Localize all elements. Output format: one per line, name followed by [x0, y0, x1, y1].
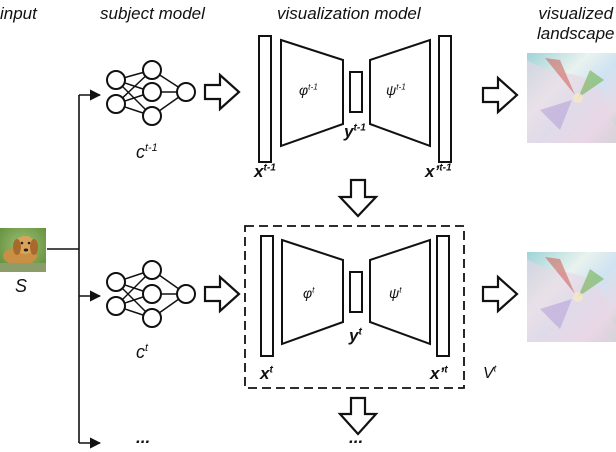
ellipsis-subject: ... [136, 428, 151, 447]
label-x-curr: xt [260, 364, 273, 383]
label-psi-curr: ψt [389, 284, 402, 301]
vis-model-top [258, 35, 452, 163]
header-subject-model: subject model [100, 4, 205, 23]
landscape-image-top [527, 53, 616, 143]
arrow-vis-to-landscape-top [481, 75, 519, 115]
header-visualization-model: visualization model [277, 4, 421, 23]
arrow-vis-to-landscape-bottom [481, 274, 519, 314]
label-xprime-curr: x’t [430, 364, 448, 383]
input-label-s: S [15, 276, 28, 296]
arrow-net-to-vis-top [203, 72, 241, 112]
label-c-curr: ct [136, 342, 148, 362]
label-x-prev: xt-1 [254, 162, 276, 181]
header-landscape: landscape [537, 24, 615, 43]
dog-image [0, 228, 46, 272]
subject-network-bottom [106, 260, 196, 328]
label-phi-prev: φt-1 [299, 81, 318, 98]
landscape-image-bottom [527, 252, 616, 342]
header-visualized: visualized [538, 4, 614, 23]
header-input: input [0, 4, 37, 23]
ellipsis-visualization: ... [349, 428, 364, 447]
label-psi-prev: ψt-1 [386, 81, 406, 98]
label-xprime-prev: x’t-1 [425, 162, 452, 181]
arrow-continue-down [337, 396, 379, 436]
arrow-step-down [337, 178, 379, 218]
header-visualized-landscape: visualized landscape [537, 4, 615, 44]
vis-model-bottom [260, 235, 450, 357]
label-phi-curr: φt [303, 284, 315, 301]
subject-network-top [106, 60, 196, 126]
label-c-prev: ct-1 [136, 142, 158, 162]
arrow-net-to-vis-bottom [203, 274, 241, 314]
current-step-frame [244, 225, 465, 389]
label-v-curr: Vt [483, 363, 497, 382]
label-y-prev: yt-1 [344, 122, 366, 141]
label-y-curr: yt [349, 326, 362, 345]
input-branch-lines [47, 89, 102, 449]
